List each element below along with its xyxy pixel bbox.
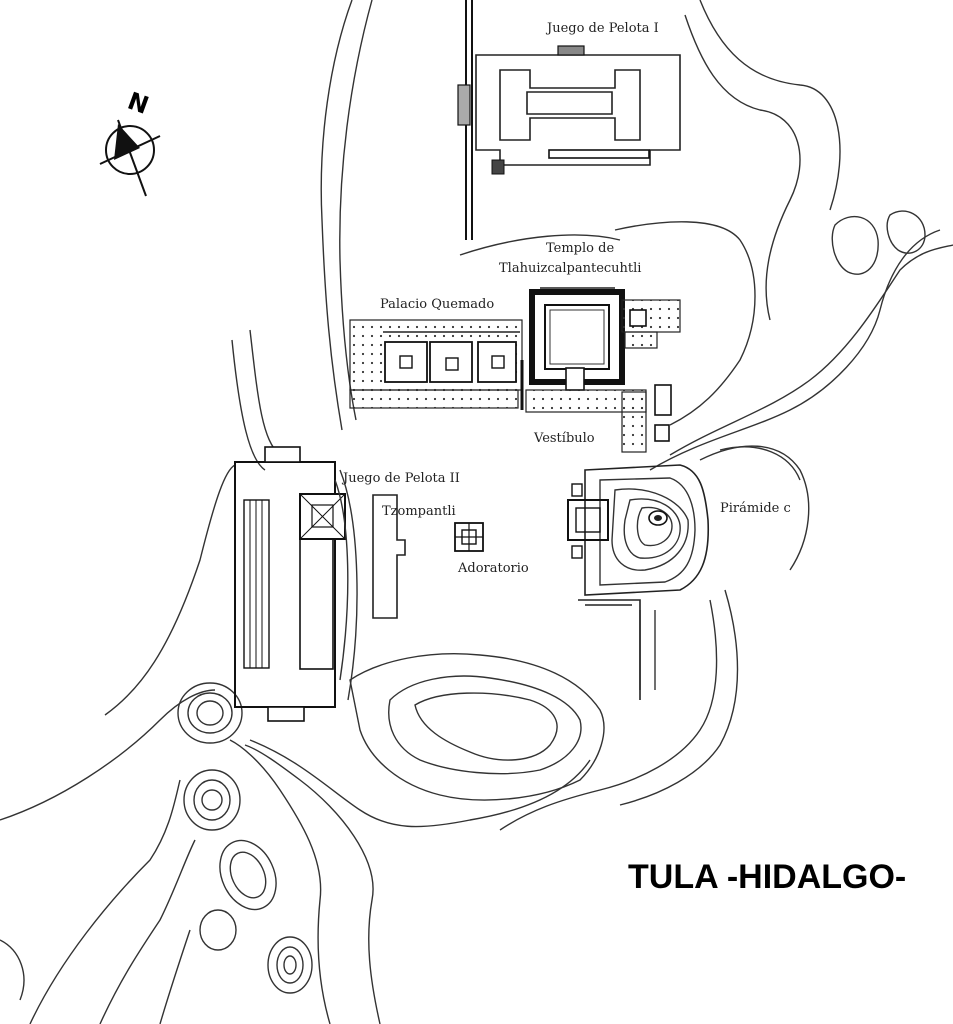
juego-pelota-1 [457,0,681,240]
north-arrow [99,119,161,197]
label-templo-line2: Tlahuizcalpantecuhtli [499,261,641,276]
label-juego-pelota-2: Juego de Pelota II [341,471,460,486]
north-label: N [124,87,152,120]
palacio-quemado [349,319,672,453]
juego-pelota-2 [234,446,358,722]
label-adoratorio: Adoratorio [457,561,529,576]
label-palacio-quemado: Palacio Quemado [380,297,494,312]
label-tzompantli: Tzompantli [382,504,456,519]
label-juego-pelota-1: Juego de Pelota I [545,21,659,36]
label-piramide-c: Pirámide c [720,501,791,516]
label-vestibulo: Vestíbulo [533,431,595,446]
templo-tlahuizcalpantecuhtli [529,287,681,391]
label-templo-line1: Templo de [546,241,614,256]
adoratorio [454,522,484,552]
map-title: TULA -HIDALGO- [628,858,906,896]
piramide-c [567,464,710,700]
small-hills [177,682,313,994]
map-labels: Juego de Pelota I Templo de Tlahuizcalpa… [341,21,791,576]
tzompantli [372,494,406,619]
